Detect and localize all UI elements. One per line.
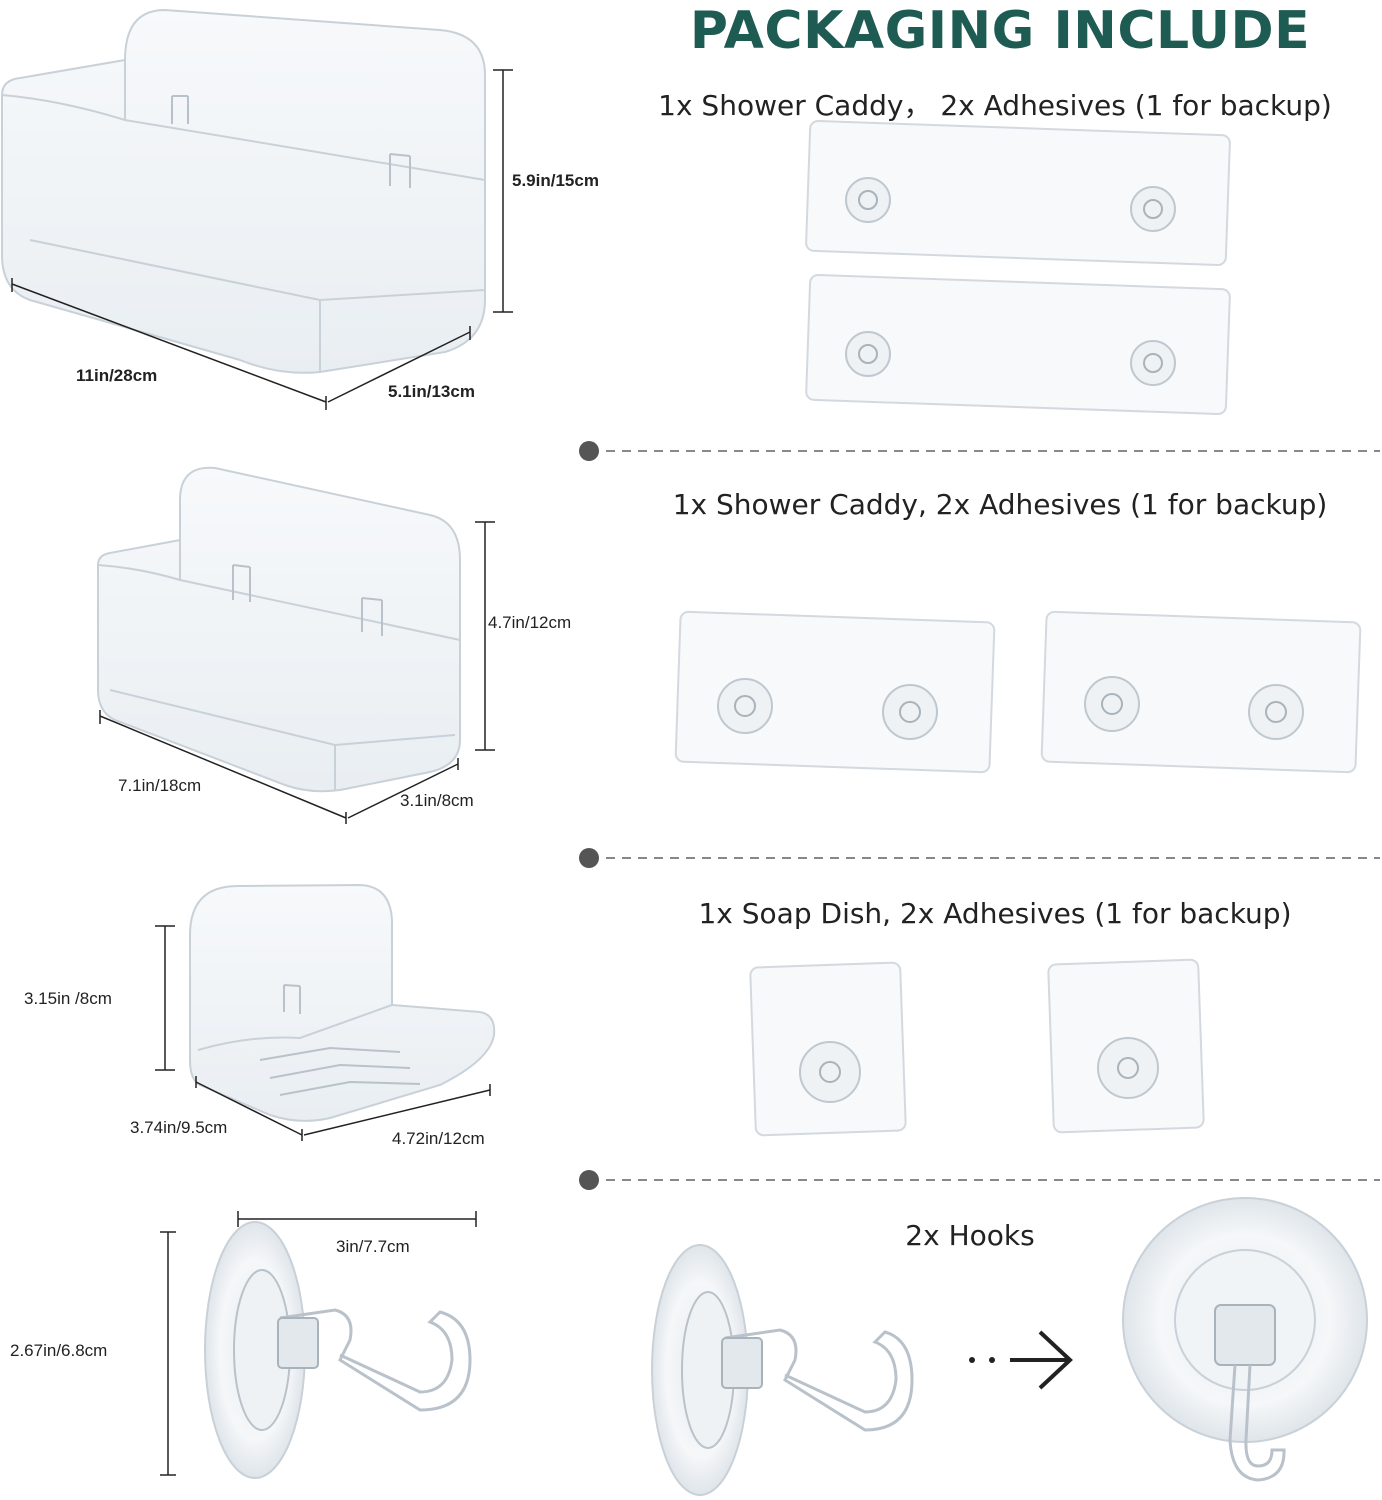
adhesive-strip-long — [805, 273, 1231, 416]
adhesive-square — [1047, 958, 1205, 1134]
hook-front-view-image — [1122, 1197, 1368, 1482]
caddy-medium-height-label: 4.7in/12cm — [488, 613, 572, 632]
section-3-caption: 1x Soap Dish, 2x Adhesives (1 for backup… — [698, 897, 1292, 930]
hook-dimension-lines — [160, 1211, 477, 1476]
section-1-caption: 1x Shower Caddy， 2x Adhesives (1 for bac… — [658, 89, 1332, 122]
adhesive-strip-medium — [1040, 610, 1362, 774]
section-2-caption: 1x Shower Caddy, 2x Adhesives (1 for bac… — [672, 488, 1328, 521]
caddy-medium-depth-label: 3.1in/8cm — [400, 791, 474, 810]
soap-dish-height-label: 3.15in /8cm — [24, 989, 112, 1008]
adhesive-square — [749, 961, 907, 1137]
arrow-right-icon — [969, 1330, 1073, 1390]
large-caddy-dimension-lines — [11, 69, 513, 410]
section-separators — [579, 441, 1380, 1190]
medium-shower-caddy-image — [97, 466, 461, 793]
page-title: PACKAGING INCLUDE — [689, 1, 1311, 61]
adhesive-strip-medium — [674, 610, 996, 774]
hook-side-view-image — [204, 1221, 472, 1479]
hook-side-view-image — [651, 1244, 914, 1496]
large-shower-caddy-image — [0, 8, 486, 374]
medium-caddy-dimension-lines — [99, 521, 495, 824]
soap-dish-depth-label: 4.72in/12cm — [392, 1129, 485, 1148]
hook-width-label: 3in/7.7cm — [336, 1237, 410, 1256]
adhesive-strip-long — [805, 119, 1231, 267]
caddy-large-width-label: 11in/28cm — [76, 366, 158, 385]
soap-dish-image — [189, 883, 496, 1122]
hook-height-label: 2.67in/6.8cm — [10, 1341, 108, 1360]
soap-dish-dimension-lines — [155, 925, 491, 1141]
soap-dish-width-label: 3.74in/9.5cm — [130, 1118, 228, 1137]
section-4-caption: 2x Hooks — [905, 1219, 1035, 1252]
caddy-medium-width-label: 7.1in/18cm — [118, 776, 202, 795]
caddy-large-height-label: 5.9in/15cm — [512, 171, 599, 190]
caddy-large-depth-label: 5.1in/13cm — [388, 382, 475, 401]
